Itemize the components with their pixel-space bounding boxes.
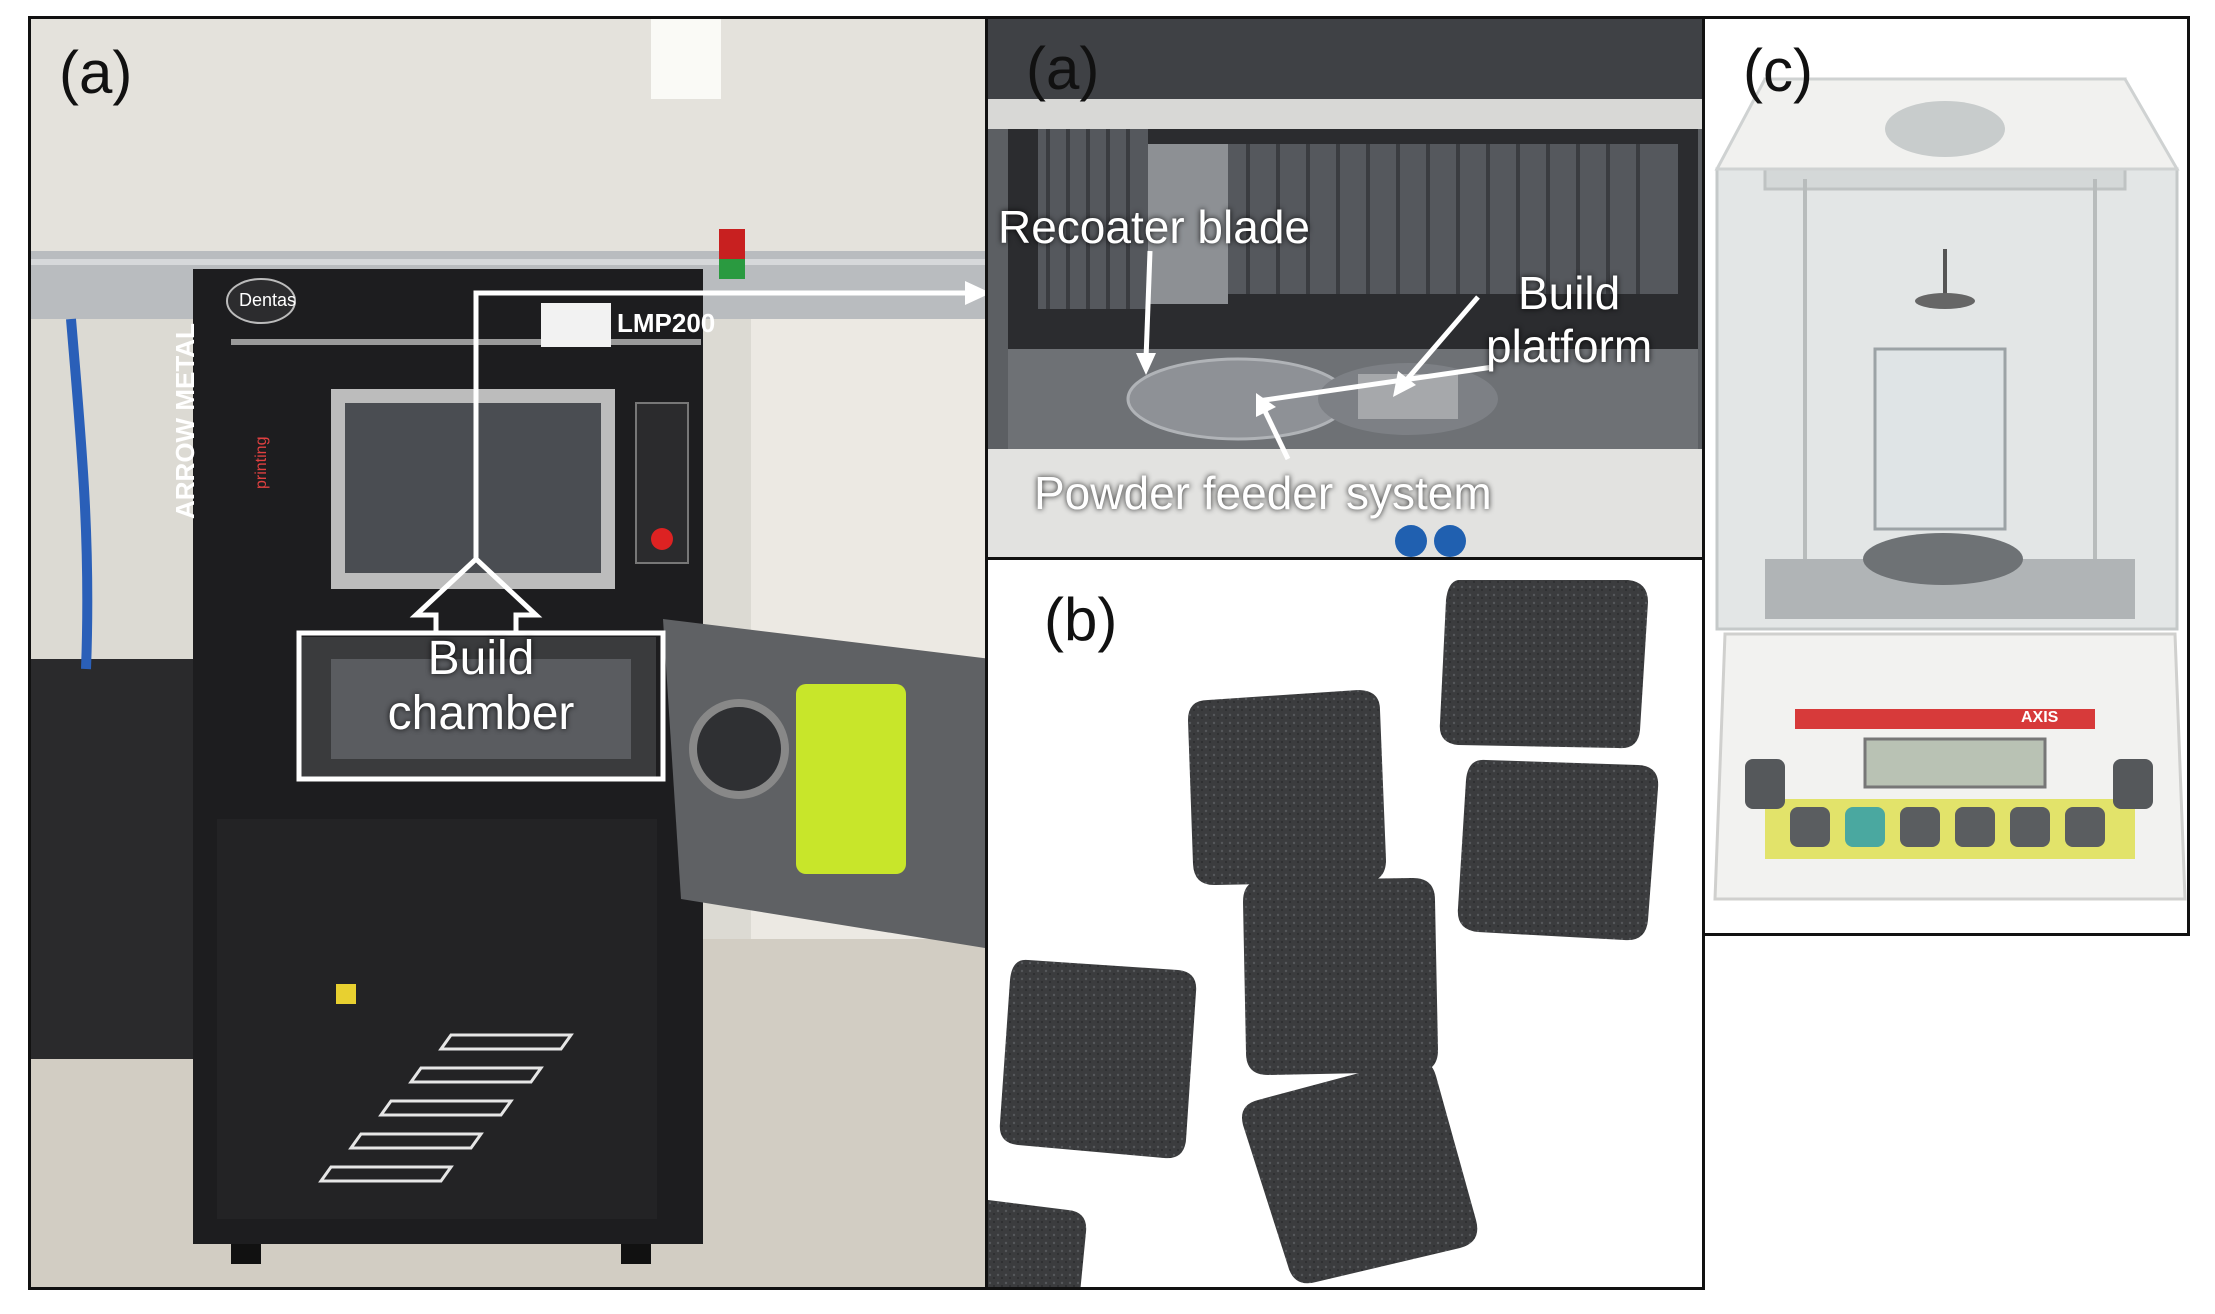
panel-cubes: (b) bbox=[985, 557, 1705, 1290]
brand-logo bbox=[226, 278, 296, 324]
cube-5 bbox=[999, 959, 1197, 1159]
chamber-photo bbox=[988, 19, 1702, 557]
panel-label-a-chamber: (a) bbox=[1026, 35, 1100, 102]
panel-label-b: (b) bbox=[1044, 586, 1118, 653]
balance-brand-text: AXIS bbox=[2021, 709, 2059, 726]
door-window bbox=[796, 684, 906, 874]
machine-side-text: ARROW METAL bbox=[170, 323, 200, 519]
cube-1 bbox=[1439, 580, 1648, 749]
cube-6 bbox=[1242, 1059, 1478, 1284]
panel-machine: (a) Dentas LMP200 ARROW METAL printing B… bbox=[28, 16, 988, 1290]
cubes-photo bbox=[988, 580, 1659, 1287]
callout-line bbox=[473, 290, 971, 559]
panel-balance: AXIS (c) bbox=[1702, 16, 2190, 936]
build-platform-label: Build platform bbox=[1486, 267, 1653, 372]
cube-3 bbox=[1457, 759, 1659, 941]
machine-photo bbox=[31, 19, 985, 1287]
build-chamber-label: Build chamber bbox=[387, 632, 575, 741]
balance-display bbox=[1863, 737, 2047, 789]
panel-label-a: (a) bbox=[59, 39, 133, 106]
up-arrow bbox=[409, 555, 543, 636]
callout-arrowhead bbox=[965, 281, 985, 305]
panel-label-c: (c) bbox=[1743, 37, 1813, 104]
cube-4 bbox=[1243, 878, 1438, 1075]
cube-2 bbox=[1188, 690, 1386, 886]
control-screen bbox=[345, 403, 601, 573]
cube-7 bbox=[988, 1200, 1087, 1287]
machine-brand-text: Dentas bbox=[239, 290, 297, 310]
machine-model-text: LMP200 bbox=[617, 308, 716, 338]
powder-feeder-label: Powder feeder system bbox=[1034, 467, 1492, 519]
balance-photo bbox=[1713, 77, 2187, 901]
panel-chamber: (a) Recoater blade Build platform Powder… bbox=[985, 16, 1705, 560]
recoater-blade-label: Recoater blade bbox=[998, 201, 1310, 253]
machine-side-subtext: printing bbox=[253, 436, 270, 489]
